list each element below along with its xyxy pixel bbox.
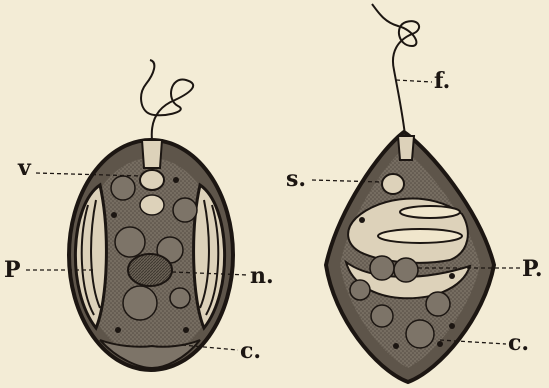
right-granule <box>350 280 370 300</box>
right-granule <box>394 258 418 282</box>
left-granule <box>123 286 157 320</box>
leader-right-f <box>396 80 432 82</box>
left-granule <box>111 176 135 200</box>
right-flagellum <box>372 4 419 135</box>
right-granule <box>370 256 394 280</box>
left-granule <box>140 195 164 215</box>
label-left-n: n. <box>250 265 274 287</box>
left-nucleus <box>128 254 172 286</box>
left-granule <box>173 198 197 222</box>
left-vacuole <box>140 170 164 190</box>
label-left-v: v <box>18 157 31 179</box>
left-flagellum <box>141 60 193 140</box>
label-right-s: s. <box>286 168 306 190</box>
right-gullet <box>398 136 414 160</box>
right-stigma <box>382 174 404 194</box>
label-left-p: P <box>4 259 21 281</box>
left-organism <box>69 60 233 370</box>
right-granule <box>406 320 434 348</box>
label-right-f: f. <box>434 70 450 92</box>
right-paramylon <box>378 229 462 243</box>
label-left-c: c. <box>240 340 261 362</box>
label-right-p: P. <box>522 258 543 280</box>
right-organism <box>326 4 494 382</box>
left-granule <box>115 227 145 257</box>
right-paramylon <box>400 206 460 218</box>
left-gullet <box>142 140 162 168</box>
right-granule <box>426 292 450 316</box>
left-granule <box>170 288 190 308</box>
label-right-c: c. <box>508 332 529 354</box>
right-granule <box>371 305 393 327</box>
